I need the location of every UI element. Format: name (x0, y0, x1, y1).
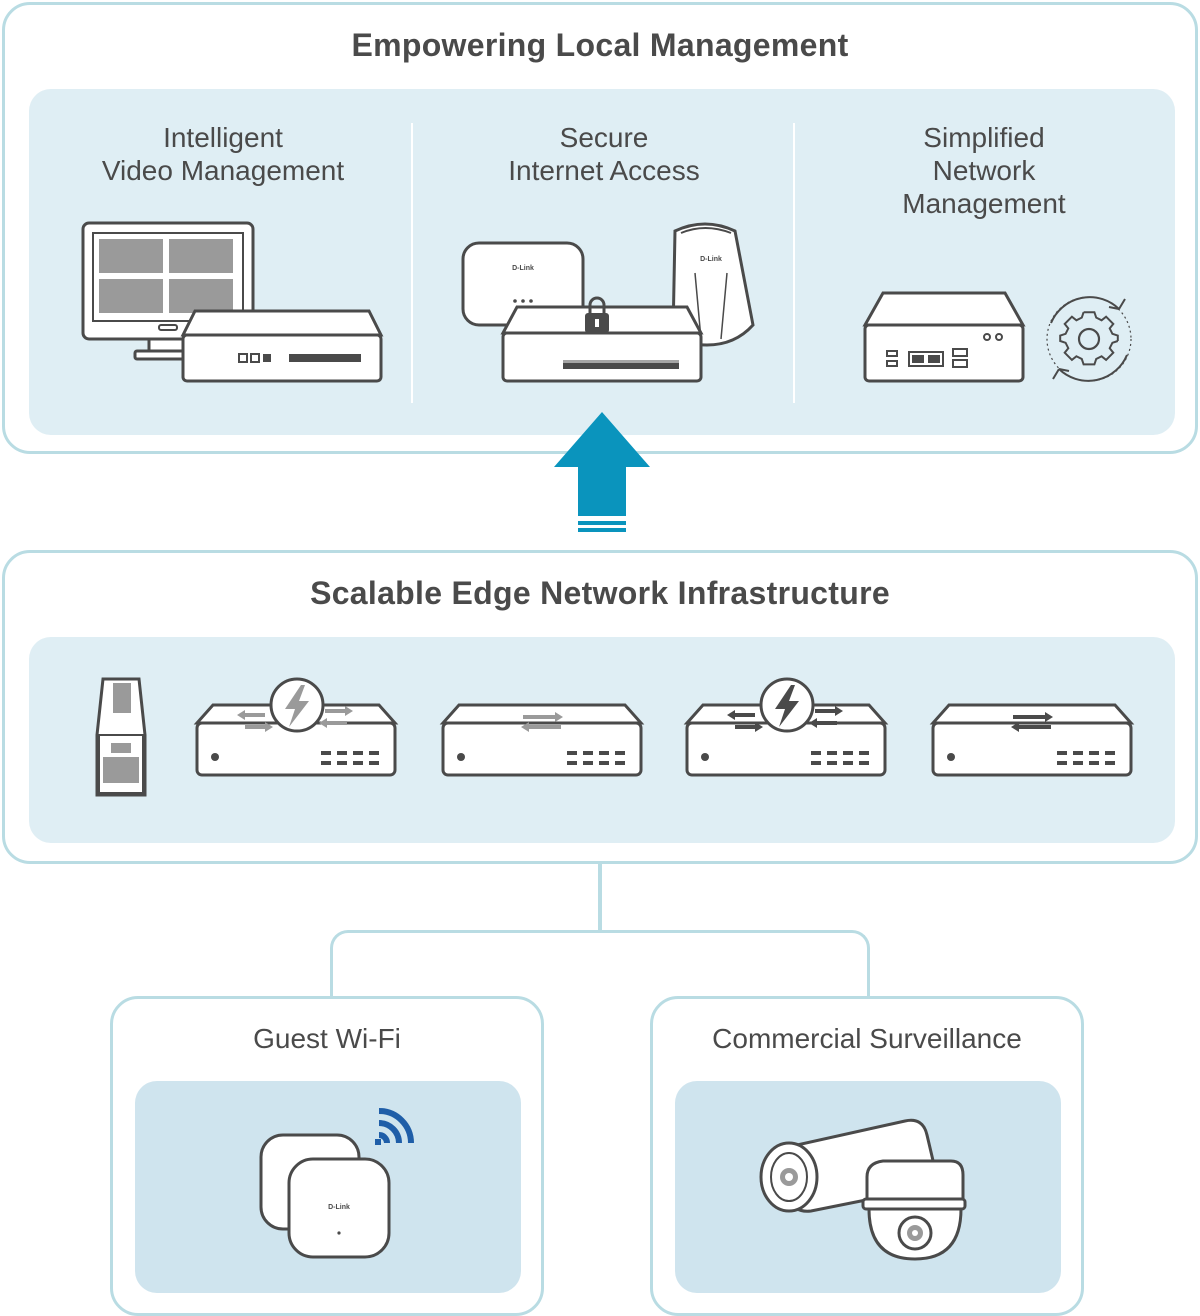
surveillance-card: Commercial Surveillance (650, 996, 1084, 1316)
up-arrow-icon (554, 412, 650, 532)
surveillance-title: Commercial Surveillance (712, 1023, 1022, 1054)
device-brand-label: D-Link (328, 1204, 350, 1211)
column-title-video: Intelligent Video Management (101, 122, 345, 186)
managed-appliance-icon (862, 291, 1132, 383)
device-brand-label: D-Link (512, 265, 534, 272)
top-panel-content: Intelligent Video Management Secure Inte… (29, 89, 1175, 435)
guest-wifi-card: Guest Wi-Fi D-Link (110, 996, 544, 1316)
device-brand-label: D-Link (700, 256, 722, 263)
monitor-nvr-icon (81, 221, 384, 383)
surveillance-content (675, 1081, 1061, 1293)
poe-switch-icon (193, 677, 399, 777)
middle-panel-title: Scalable Edge Network Infrastructure (310, 575, 890, 611)
secure-router-icon: D-Link D-Link (461, 222, 755, 383)
access-point-wifi-icon: D-Link (259, 1108, 414, 1259)
switch-icon (439, 703, 645, 777)
connector-line (598, 864, 602, 930)
column-title-internet: Secure Internet Access (508, 122, 700, 186)
security-camera-icon (759, 1118, 967, 1261)
connector-branch (330, 930, 870, 1000)
top-panel-title: Empowering Local Management (351, 27, 849, 63)
column-divider (793, 123, 795, 403)
top-panel: Empowering Local Management Intelligent … (2, 2, 1198, 454)
guest-wifi-title: Guest Wi-Fi (253, 1023, 401, 1054)
middle-panel: Scalable Edge Network Infrastructure (2, 550, 1198, 864)
column-title-network: Simplified Network Management (902, 122, 1066, 219)
column-divider (411, 123, 413, 403)
wifi-signal-icon (378, 1108, 414, 1144)
poe-switch-icon (683, 677, 889, 777)
switch-icon (929, 703, 1135, 777)
middle-panel-content (29, 637, 1175, 843)
sfp-transceiver-icon (95, 677, 147, 797)
guest-wifi-content: D-Link (135, 1081, 521, 1293)
